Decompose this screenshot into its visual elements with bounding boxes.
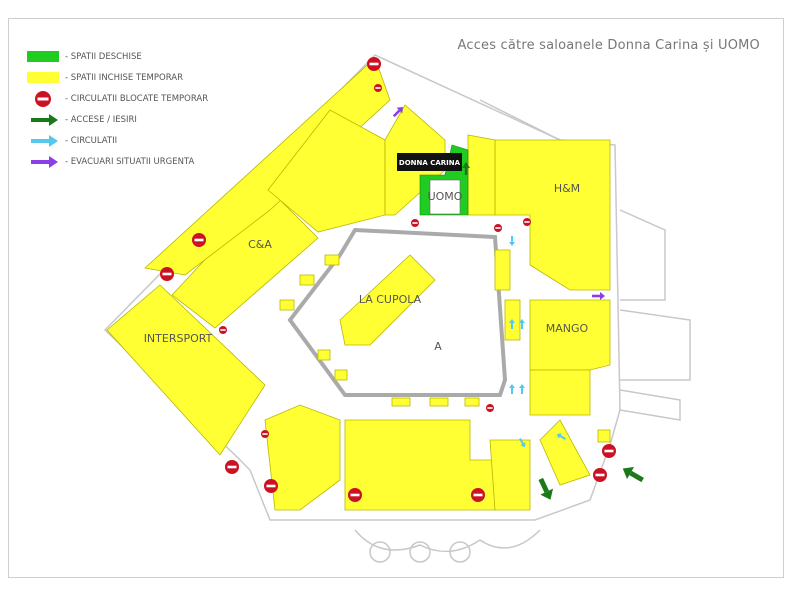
- green-arrow-icon: [538, 477, 554, 500]
- no-entry-icon: [219, 326, 227, 334]
- store-bottom-right-a: [489, 439, 531, 511]
- swatch-open: [27, 51, 59, 62]
- legend-label: - ACCESE / IESIRI: [65, 114, 137, 125]
- no-entry-icon: [602, 444, 616, 458]
- emergency-arrows: [392, 107, 605, 300]
- cyan-arrow-icon: [519, 319, 525, 329]
- store-hm-entrance: [467, 134, 496, 216]
- circulation-arrows: [509, 236, 566, 448]
- legend-item-emergency: - EVACUARI SITUATII URGENTA: [27, 151, 208, 172]
- green-arrow-icon: [31, 113, 58, 126]
- swatch-closed: [27, 72, 59, 83]
- green-arrow-icon: [622, 466, 644, 483]
- hm-label: H&M: [554, 182, 580, 195]
- legend-item-closed: - SPATII INCHISE TEMPORAR: [27, 67, 208, 88]
- legend-label: - SPATII INCHISE TEMPORAR: [65, 72, 183, 83]
- legend-label: - CIRCULATII: [65, 135, 118, 146]
- legend-item-circulation: - CIRCULATII: [27, 130, 208, 151]
- mango-label: MANGO: [546, 322, 589, 335]
- legend-label: - CIRCULATII BLOCATE TEMPORAR: [65, 93, 209, 104]
- purple-arrow-icon: [592, 292, 605, 300]
- no-entry-icon: [471, 488, 485, 502]
- legend-item-access: - ACCESE / IESIRI: [27, 109, 208, 130]
- no-entry-icon: [367, 57, 381, 71]
- map-legend: - SPATII DESCHISE - SPATII INCHISE TEMPO…: [27, 46, 208, 172]
- uomo-store: UOMO: [428, 179, 463, 215]
- donna-carina-label: DONNA CARINA: [399, 159, 461, 167]
- store-la-cupola: [339, 254, 436, 346]
- no-entry-icon: [160, 267, 174, 281]
- store-mango: [529, 299, 611, 371]
- cyan-arrow-icon: [31, 134, 58, 147]
- store-intersport: [106, 284, 266, 456]
- no-entry-icon: [348, 488, 362, 502]
- no-entry-icon: [486, 404, 494, 412]
- legend-item-blocked: - CIRCULATII BLOCATE TEMPORAR: [27, 88, 208, 109]
- uomo-label: UOMO: [428, 190, 463, 203]
- cyan-arrow-icon: [509, 236, 515, 246]
- no-entry-icon: [593, 468, 607, 482]
- green-arrow-icon: [462, 162, 470, 175]
- no-entry-icon: [264, 479, 278, 493]
- no-entry-icon: [374, 84, 382, 92]
- no-entry-icon: [523, 218, 531, 226]
- intersport-label: INTERSPORT: [144, 332, 213, 345]
- map-frame: [8, 18, 784, 578]
- purple-arrow-icon: [392, 107, 403, 118]
- cyan-arrow-icon: [519, 438, 526, 448]
- legend-label: - SPATII DESCHISE: [65, 51, 142, 62]
- map-title: Acces către saloanele Donna Carina și UO…: [457, 38, 760, 53]
- legend-label: - EVACUARI SITUATII URGENTA: [65, 156, 195, 167]
- legend-item-open: - SPATII DESCHISE: [27, 46, 208, 67]
- cyan-arrow-icon: [509, 319, 515, 329]
- store-mango-lower: [529, 369, 591, 416]
- no-entry-icon: [261, 430, 269, 438]
- ca-label: C&A: [248, 238, 272, 251]
- blocked-circulation-signs: [160, 57, 616, 502]
- no-entry-icon: [225, 460, 239, 474]
- la-cupola-label: LA CUPOLA: [359, 293, 422, 306]
- store-hm: [494, 139, 611, 291]
- purple-arrow-icon: [31, 155, 58, 168]
- closed-spaces: [106, 57, 611, 511]
- access-arrows: [462, 162, 644, 500]
- no-entry-icon: [494, 224, 502, 232]
- donna-carina-badge: [397, 153, 462, 171]
- cyan-arrow-icon: [556, 433, 566, 440]
- cyan-arrow-icon: [519, 384, 525, 394]
- no-entry-icon: [411, 219, 419, 227]
- no-entry-icon: [35, 90, 51, 107]
- store-bottom-left-a: [264, 404, 341, 511]
- cyan-arrow-icon: [509, 384, 515, 394]
- no-entry-icon: [192, 233, 206, 247]
- store-bottom-right-kiosk: [539, 419, 591, 486]
- atrium-mark: A: [434, 340, 442, 353]
